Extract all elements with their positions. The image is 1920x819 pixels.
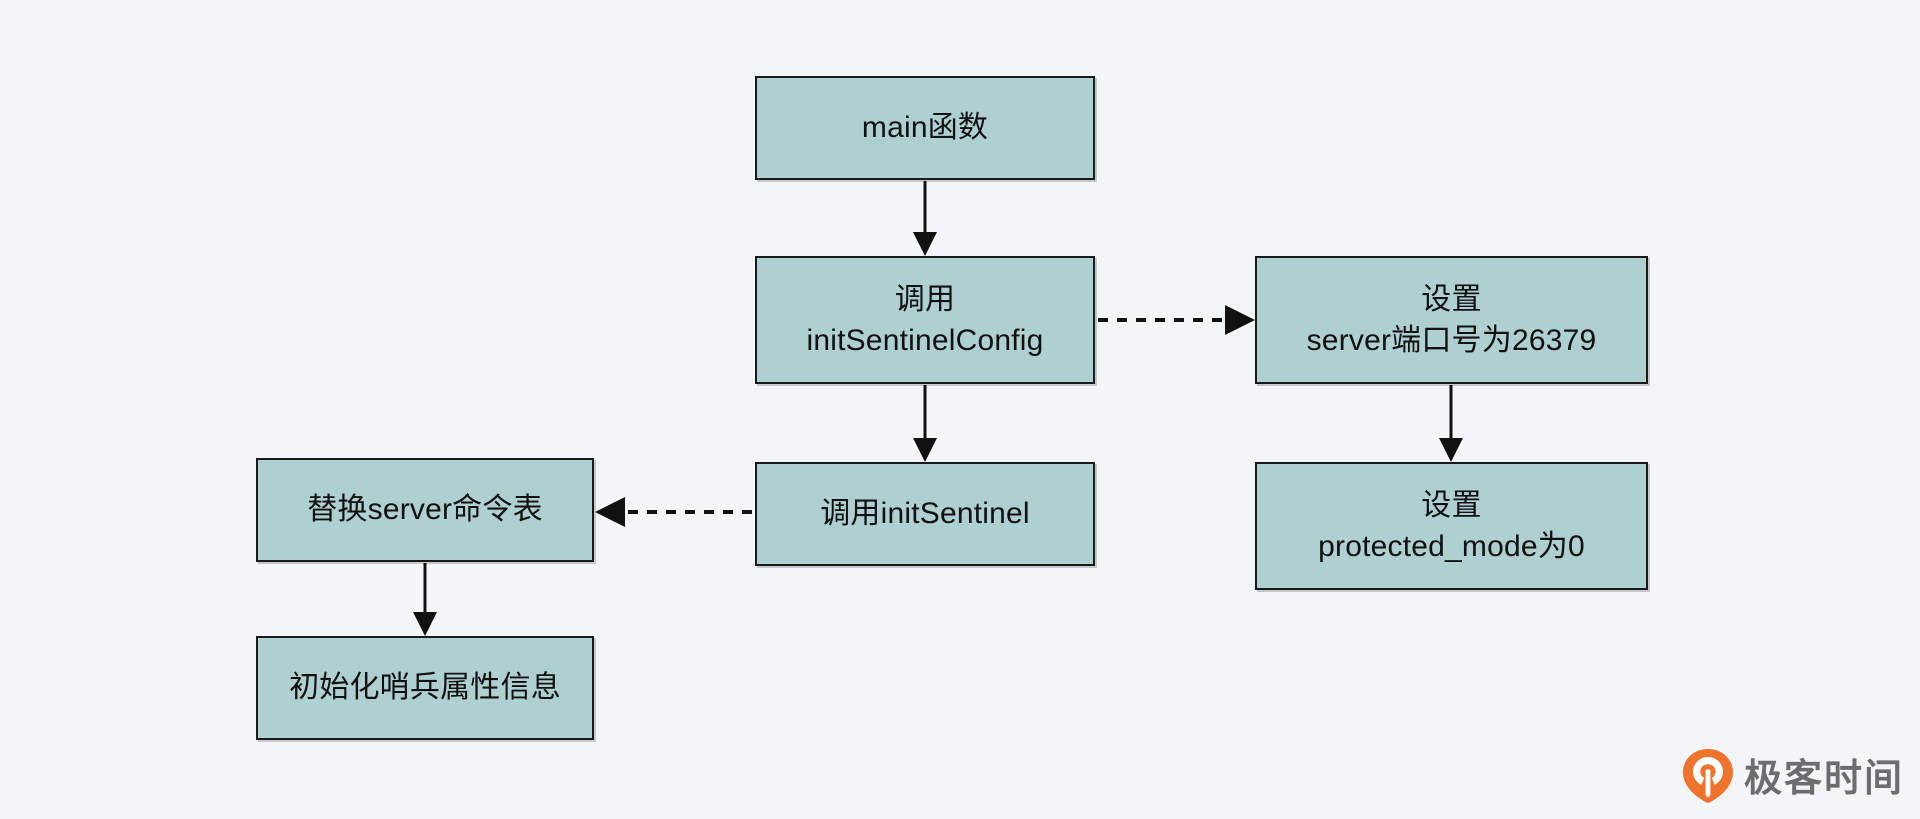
node-label-line: initSentinelConfig [806, 324, 1044, 357]
node-label-line: server端口号为26379 [1306, 324, 1597, 357]
node-set-server-port[interactable]: 设置 server端口号为26379 [1255, 256, 1648, 384]
node-set-protected-mode[interactable]: 设置 protected_mode为0 [1255, 462, 1648, 590]
node-main-function[interactable]: main函数 [755, 76, 1095, 180]
node-label-line: protected_mode为0 [1318, 530, 1585, 563]
node-label-line: 调用initSentinel [820, 497, 1030, 531]
node-label-line: main函数 [861, 111, 989, 145]
node-label-line: 初始化哨兵属性信息 [289, 671, 561, 705]
node-replace-server-command-table[interactable]: 替换server命令表 [256, 458, 594, 562]
watermark: 极客时间 [1682, 748, 1904, 809]
node-call-init-sentinel-config[interactable]: 调用 initSentinelConfig [755, 256, 1095, 384]
geektime-pin-logo-icon [1682, 748, 1734, 809]
node-init-sentinel-attributes[interactable]: 初始化哨兵属性信息 [256, 636, 594, 740]
node-label-line: 设置 [1421, 282, 1482, 316]
node-label-line: 设置 [1421, 488, 1482, 522]
node-label-line: 替换server命令表 [307, 493, 543, 527]
node-label-line: 调用 [894, 282, 956, 316]
watermark-text: 极客时间 [1743, 757, 1904, 800]
node-call-init-sentinel[interactable]: 调用initSentinel [755, 462, 1095, 566]
